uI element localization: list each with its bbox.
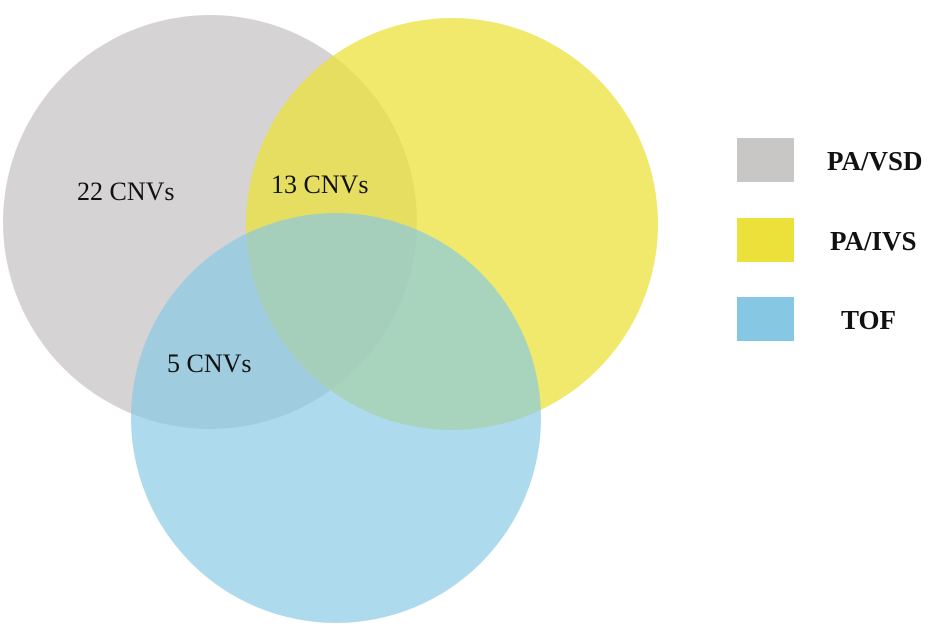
legend-label-pa-ivs: PA/IVS (830, 226, 917, 256)
legend-swatch-tof (737, 297, 794, 341)
legend-label-tof: TOF (841, 305, 896, 335)
legend-swatch-pa-ivs (737, 218, 794, 262)
label-pa-vsd-tof-overlap: 5 CNVs (167, 349, 252, 378)
legend: PA/VSD PA/IVS TOF (737, 138, 923, 341)
legend-swatch-pa-vsd (737, 138, 794, 182)
circle-tof (131, 213, 541, 623)
label-pa-vsd-pa-ivs-overlap: 13 CNVs (271, 170, 369, 199)
venn-circles (3, 15, 658, 623)
legend-label-pa-vsd: PA/VSD (827, 146, 923, 176)
region-labels: 22 CNVs 13 CNVs 5 CNVs (77, 170, 369, 378)
label-pa-vsd-only: 22 CNVs (77, 177, 175, 206)
